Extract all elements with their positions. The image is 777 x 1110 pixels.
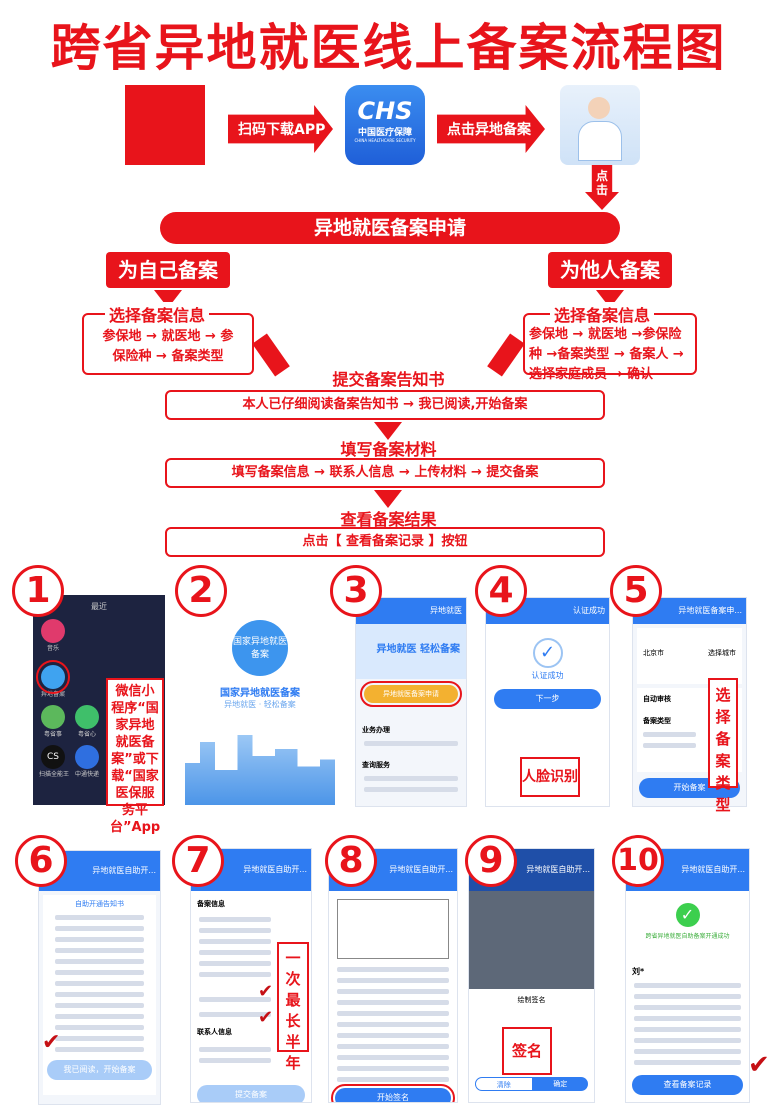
others-filing-tag: 为他人备案 [548,252,672,288]
down-arrow [374,490,402,508]
step-box-result: 点击【 查看备案记录 】按钮 [165,527,605,557]
city-skyline [185,735,335,805]
self-info-text: 参保地 → 就医地 → 参保险种 → 备案类型 [102,329,234,364]
screen-6-notice: 异地就医自助开... 自助开通告知书 我已阅读，开始备案 [38,850,161,1105]
step-box-notice: 本人已仔细阅读备案告知书 → 我已阅读,开始备案 [165,390,605,420]
self-info-title: 选择备案信息 [105,302,210,326]
to-city-select[interactable]: 选择城市 [708,649,736,657]
arrow-label: 点击异地备案 [447,122,531,138]
step-box-materials: 填写备案信息 → 联系人信息 → 上传材料 → 提交备案 [165,458,605,488]
checkmark-icon: ✔ [748,1050,770,1080]
app-label: 中通快递 [74,771,99,778]
callout-5: 选择备案类型 [708,678,738,814]
chs-app-logo: CHS 中国医疗保障 CHINA HEALTHCARE SECURITY [345,85,425,165]
checkmark-icon: ✔ [258,1007,274,1028]
auth-status: 认证成功 [531,671,564,680]
arrow-label: 扫码下载APP [238,122,326,138]
apply-button[interactable]: 异地就医备案申请 [360,681,462,707]
logo-text: CHS [357,97,413,125]
view-records-button[interactable]: 查看备案记录 [632,1075,743,1095]
section-title: 业务办理 [362,726,390,734]
self-filing-tag: 为自己备案 [106,252,230,288]
app-label: 扫描全能王 [39,771,70,778]
down-arrow [374,422,402,440]
app-label: 粤省心 [77,731,96,738]
filer-name: 刘* [632,967,645,976]
click-label: 点击 [596,169,609,197]
document-table [337,899,449,959]
app-music[interactable]: 音乐 [39,619,67,652]
section-title: 联系人信息 [197,1028,232,1036]
doc-title: 自助开通告知书 [75,900,124,908]
step-number: 5 [610,565,662,617]
app-remote-filing[interactable]: 异地备案 [36,660,70,698]
step-number: 1 [12,565,64,617]
step-number: 7 [172,835,224,887]
app-title: 国家异地就医备案 [220,688,300,699]
logo-cn: 中国医疗保障 [357,128,412,138]
start-sign-button[interactable]: 开始签名 [331,1084,455,1102]
section-title: 备案类型 [643,717,671,725]
success-icon: ✓ [675,903,700,927]
app-zto-express[interactable]: 中通快递 [73,745,101,778]
step-title: 查看备案结果 [340,510,437,529]
step-number: 10 [612,835,664,887]
confirm-button[interactable]: 确定 [532,1077,588,1091]
sign-title: 绘制签名 [517,996,546,1004]
clear-button[interactable]: 清除 [475,1077,533,1091]
screen-3-home: 异地就医 异地就医 轻松备案 异地就医备案申请 业务办理 查询服务 [355,597,467,807]
arrow-click-remote: 点击异地备案 [437,105,545,153]
others-info-text: 参保地 → 就医地 →参保险种 →备案类型 → 备案人 → 选择家庭成员 → 确… [529,327,684,382]
step-title: 填写备案材料 [340,440,437,459]
page-title: 跨省异地就医线上备案流程图 [50,19,727,77]
checkmark-icon: ✔ [258,981,274,1002]
step-title: 提交备案告知书 [332,370,445,389]
submit-button[interactable]: 提交备案 [197,1085,305,1102]
section-title: 备案信息 [197,900,225,908]
app-icon: 国家异地就医备案 [232,620,288,676]
next-button[interactable]: 下一步 [494,689,601,709]
doctor-illustration [560,85,640,165]
step-number: 9 [465,835,517,887]
check-icon: ✓ [532,638,563,668]
step-number: 4 [475,565,527,617]
step-number: 8 [325,835,377,887]
success-text: 跨省异地就医自助备案开通成功 [645,933,730,940]
step-number: 2 [175,565,227,617]
section-title: 查询服务 [362,761,390,769]
screen-2-splash: 国家异地就医备案 国家异地就医备案 异地就医 · 轻松备案 [185,595,335,805]
callout-9: 签名 [502,1027,552,1075]
callout-4: 人脸识别 [520,757,580,797]
click-arrow: 点击 [585,165,619,210]
qr-code-placeholder [125,85,205,165]
step-number: 3 [330,565,382,617]
step-number: 6 [15,835,67,887]
section-title: 自动审核 [643,695,671,703]
app-label: 粤省事 [43,731,62,738]
read-start-button[interactable]: 我已阅读，开始备案 [47,1060,152,1080]
apply-banner: 异地就医备案申请 [160,212,620,244]
app-subtitle: 异地就医 · 轻松备案 [224,700,296,709]
screen-header: 最近 [91,602,107,611]
checkmark-icon: ✔ [42,1030,61,1055]
promo-banner: 异地就医 轻松备案 [356,624,466,679]
arrow-download-app: 扫码下载APP [228,105,333,153]
app-yueshengshi[interactable]: 粤省事 [39,705,67,738]
others-info-title: 选择备案信息 [550,302,655,326]
logo-en: CHINA HEALTHCARE SECURITY [354,138,416,143]
callout-7: 一次最长半年 [277,942,309,1072]
app-label: 异地备案 [40,691,65,698]
callout-1: 微信小程序“国家异地就医备案”或下载“国家医保服务平台”App [106,678,164,835]
app-yueshengxin[interactable]: 粤省心 [73,705,101,738]
from-city-select[interactable]: 北京市 [643,649,664,657]
app-label: 音乐 [46,645,59,652]
